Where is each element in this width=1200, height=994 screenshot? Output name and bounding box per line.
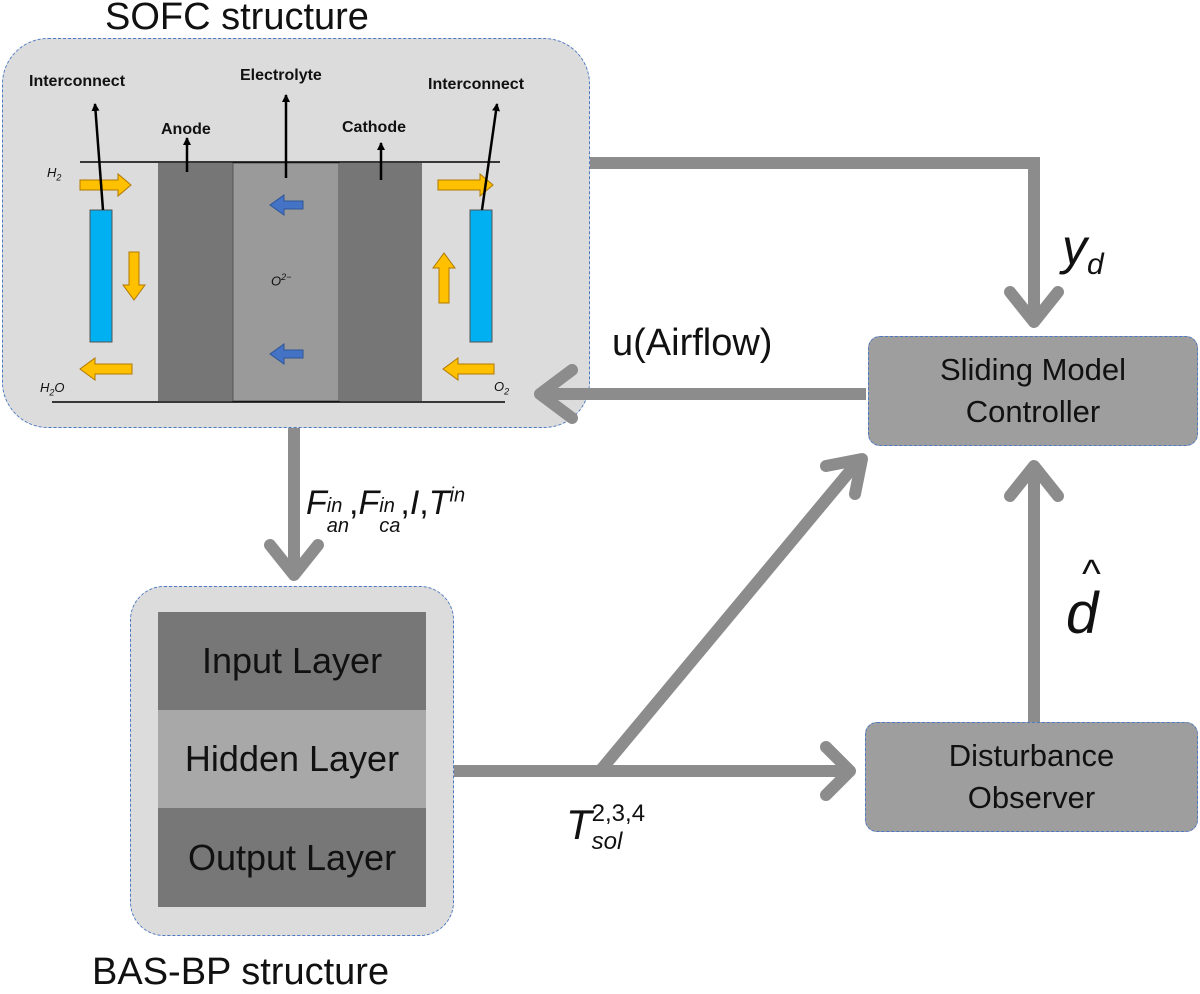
output-layer: Output Layer [158, 808, 426, 907]
anode-layer [158, 163, 233, 401]
u-airflow-arrowhead [534, 364, 578, 424]
disturbance-observer: Disturbance Observer [865, 722, 1198, 832]
controller-line2: Controller [965, 394, 1101, 429]
hidden-layer-label: Hidden Layer [184, 738, 400, 779]
ion-arrow-bottom [269, 343, 304, 365]
yd-feedback-line [590, 157, 1040, 320]
anode-channel [89, 209, 113, 343]
hat-mark: ^ [1082, 552, 1101, 596]
u-airflow-label: u(Airflow) [612, 322, 773, 364]
observer-line2: Observer [967, 780, 1096, 815]
tsol-to-controller-line [595, 461, 860, 775]
observer-line1: Disturbance [948, 738, 1115, 774]
controller-line1: Sliding Model [939, 352, 1127, 388]
h2o-label: H2O [40, 380, 65, 398]
yd-label: yd [1062, 219, 1104, 281]
electrolyte-label: Electrolyte [240, 67, 322, 84]
sofc-structure-title: SOFC structure [105, 0, 369, 38]
cathode-label: Cathode [342, 119, 406, 136]
dhat-label: d ^ [1066, 552, 1101, 646]
input-layer-label: Input Layer [201, 640, 383, 681]
cathode-in-arrow [437, 172, 494, 198]
yd-arrowhead [1004, 286, 1064, 328]
cathode-up-arrow [432, 252, 456, 304]
anode-down-arrow [122, 251, 146, 301]
tsol-to-controller-arrowhead [820, 453, 868, 500]
output-layer-label: Output Layer [187, 836, 397, 878]
anode-label: Anode [161, 121, 211, 138]
interconnect-left-pointer [91, 103, 105, 211]
dhat-arrowhead [1004, 460, 1064, 502]
h2o-out-arrow [79, 357, 133, 381]
cathode-channel [469, 209, 493, 343]
input-layer: Input Layer [158, 612, 426, 710]
sliding-model-controller: Sliding Model Controller [868, 336, 1198, 446]
ion-arrow-top [269, 194, 304, 216]
o2-in-arrow [442, 357, 495, 381]
o2-label: O2 [494, 379, 510, 397]
sofc-to-nn-arrowhead [264, 539, 324, 581]
interconnect-right-label: Interconnect [428, 76, 525, 93]
hidden-layer: Hidden Layer [158, 710, 426, 808]
oxide-ion-label: O2− [271, 272, 292, 289]
h2-label: H2 [47, 165, 62, 183]
bas-bp-structure-title: BAS-BP structure [92, 951, 390, 993]
interconnect-left-label: Interconnect [29, 73, 126, 90]
cathode-layer [339, 163, 422, 401]
h2-in-arrow [79, 172, 132, 198]
observer-input-arrowhead [820, 741, 856, 801]
interconnect-right-pointer [480, 103, 500, 211]
